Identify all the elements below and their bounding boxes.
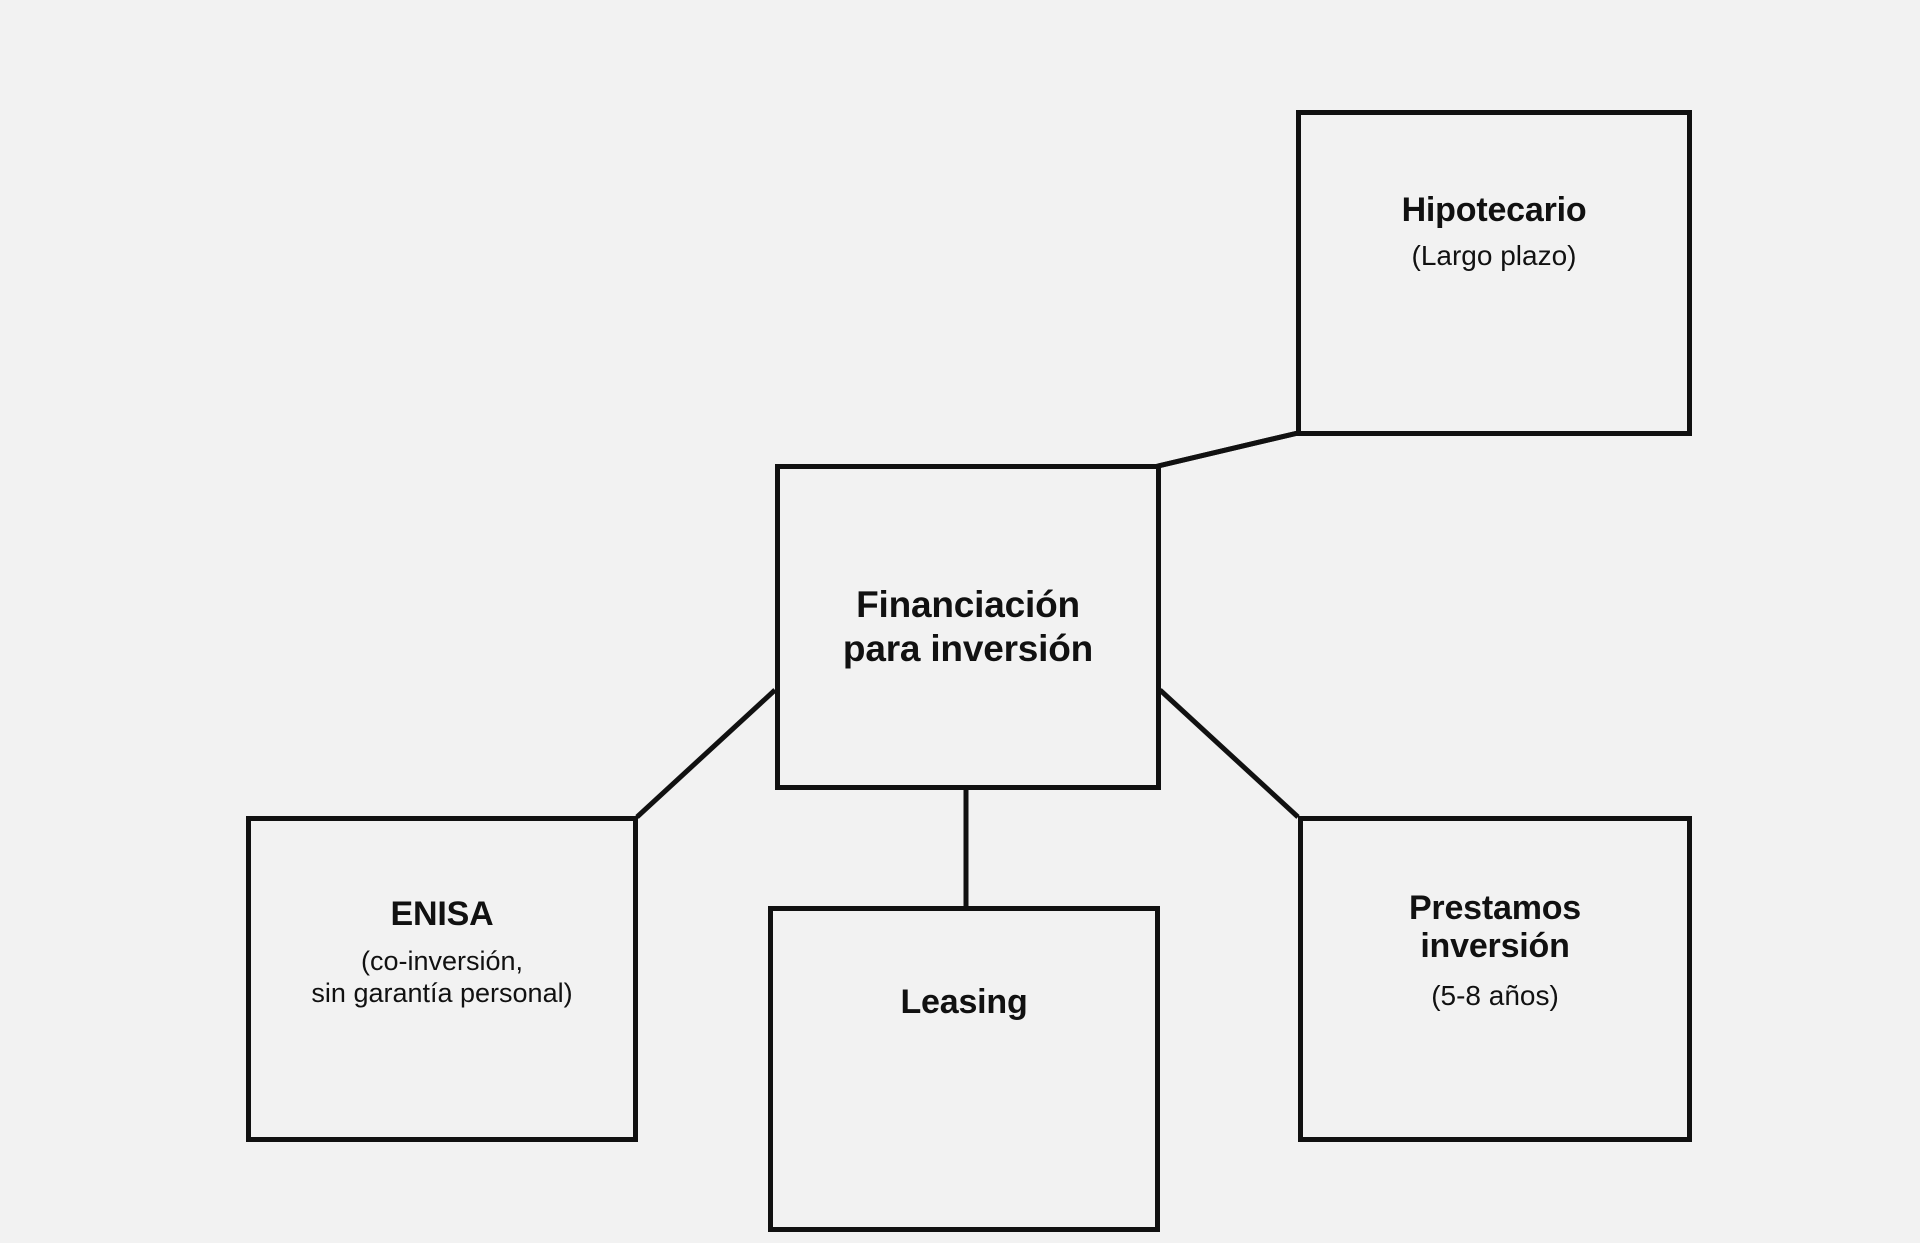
node-title-leasing: Leasing [900, 983, 1028, 1021]
node-subtitle-enisa: (co-inversión, sin garantía personal) [311, 946, 573, 1009]
connector-root-to-hipotecario-path [1157, 430, 1299, 469]
node-subtitle-prestamos-inversion: (5-8 años) [1431, 980, 1559, 1012]
node-title-enisa: ENISA [390, 895, 494, 933]
node-prestamos-inversion[interactable]: Prestamos inversión (5-8 años) [1298, 816, 1692, 1142]
connector-root-to-enisa [635, 688, 777, 819]
node-leasing[interactable]: Leasing [768, 906, 1160, 1232]
node-title-root: Financiación para inversión [842, 583, 1094, 669]
node-enisa[interactable]: ENISA (co-inversión, sin garantía person… [246, 816, 638, 1142]
node-title-prestamos-inversion: Prestamos inversión [1408, 889, 1582, 966]
node-subtitle-hipotecario: (Largo plazo) [1411, 240, 1577, 272]
node-hipotecario[interactable]: Hipotecario (Largo plazo) [1296, 110, 1692, 436]
node-title-hipotecario: Hipotecario [1401, 191, 1587, 229]
node-financiacion-para-inversion[interactable]: Financiación para inversión [775, 464, 1161, 790]
connector-root-to-hipotecario [1154, 429, 1302, 470]
connector-root-hipotecario-diagonal [1160, 434, 1298, 464]
connector-root-to-prestamos [1158, 688, 1300, 819]
